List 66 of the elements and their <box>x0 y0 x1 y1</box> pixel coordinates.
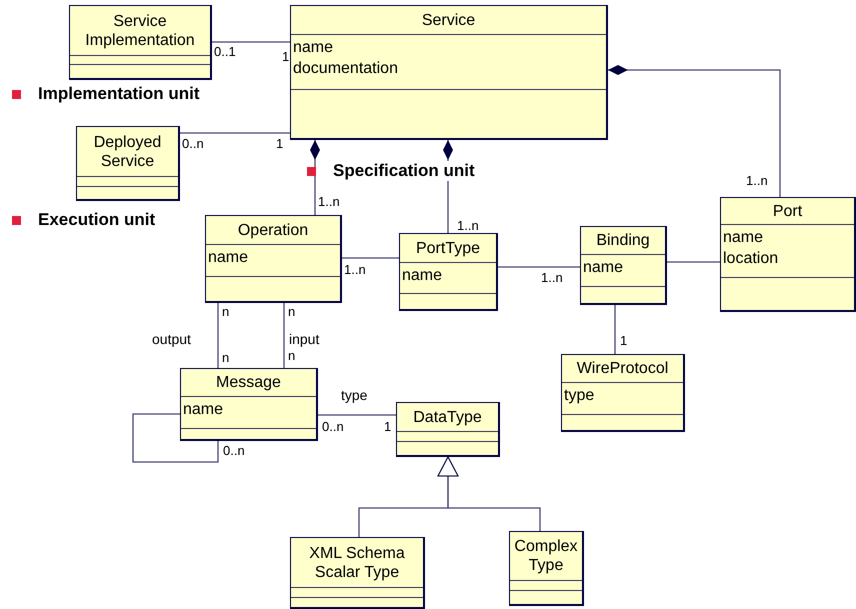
composition-line <box>608 65 781 197</box>
attribute-name: name <box>208 248 248 268</box>
multiplicity-label: 0..n <box>182 136 204 151</box>
attribute-name: name <box>293 38 334 58</box>
uml-class-box <box>396 402 500 457</box>
attribute-name: name <box>583 258 624 278</box>
association-line <box>342 257 399 259</box>
attribute-name: name <box>402 266 442 286</box>
uml-class-box <box>720 197 856 312</box>
multiplicity-label: 0..n <box>322 419 344 434</box>
class-name: Port <box>772 202 802 220</box>
multiplicity-label: 1..n <box>344 262 366 277</box>
multiplicity-label: n <box>222 304 230 319</box>
uml-class-box <box>561 354 685 432</box>
class-name: Deployed Service <box>92 132 162 170</box>
uml-class-box <box>580 226 667 305</box>
multiplicity-label: n <box>288 304 296 319</box>
class-name: Service <box>422 10 476 30</box>
uml-class-box <box>76 126 180 201</box>
association-line <box>180 132 290 134</box>
attribute-name: documentation <box>293 59 398 79</box>
attribute-name: location <box>723 249 778 269</box>
class-name: DataType <box>413 408 482 426</box>
association-line <box>318 414 396 416</box>
class-name: PortType <box>416 238 480 258</box>
multiplicity-label: 1 <box>282 49 290 64</box>
multiplicity-label: n <box>288 348 296 363</box>
uml-class-box <box>180 368 318 441</box>
association-line <box>212 41 290 43</box>
uml-class-box <box>399 233 498 311</box>
multiplicity-label: 1..n <box>457 218 479 233</box>
association-line <box>614 305 616 354</box>
class-name: Complex Type <box>513 537 579 575</box>
bullet-heading: Specification unit <box>333 161 475 181</box>
multiplicity-label: n <box>222 350 230 365</box>
multiplicity-label: 1 <box>620 333 628 348</box>
multiplicity-label: 1 <box>276 136 284 151</box>
multiplicity-label: 0..n <box>223 443 245 458</box>
multiplicity-label: 0..1 <box>214 44 236 59</box>
uml-class-box <box>69 5 212 80</box>
attribute-name: type <box>564 386 594 406</box>
uml-class-box <box>290 537 425 609</box>
uml-class-box <box>509 531 584 606</box>
uml-class-box <box>290 5 608 140</box>
multiplicity-label: 1..n <box>318 194 340 209</box>
class-name: WireProtocol <box>576 359 668 378</box>
attribute-name: name <box>183 400 224 420</box>
association-line <box>498 266 580 268</box>
multiplicity-label: 1 <box>384 419 392 434</box>
association-line <box>217 303 219 368</box>
association-line <box>283 303 285 368</box>
class-name: Operation <box>238 220 308 240</box>
multiplicity-label: 1..n <box>746 173 768 188</box>
association-line <box>132 413 219 463</box>
generalization-arrow <box>438 456 541 531</box>
class-name: Binding <box>596 231 650 250</box>
edge-label: input <box>289 331 320 347</box>
class-name: Message <box>216 373 281 392</box>
association-line <box>667 261 720 263</box>
class-name: XML Schema Scalar Type <box>308 544 406 582</box>
class-name: Service Implementation <box>84 12 196 50</box>
multiplicity-label: 1..n <box>541 270 563 285</box>
uml-class-box <box>205 215 342 303</box>
attribute-name: name <box>723 228 764 248</box>
bullet-heading: Implementation unit <box>38 84 200 104</box>
composition-line <box>310 140 320 215</box>
